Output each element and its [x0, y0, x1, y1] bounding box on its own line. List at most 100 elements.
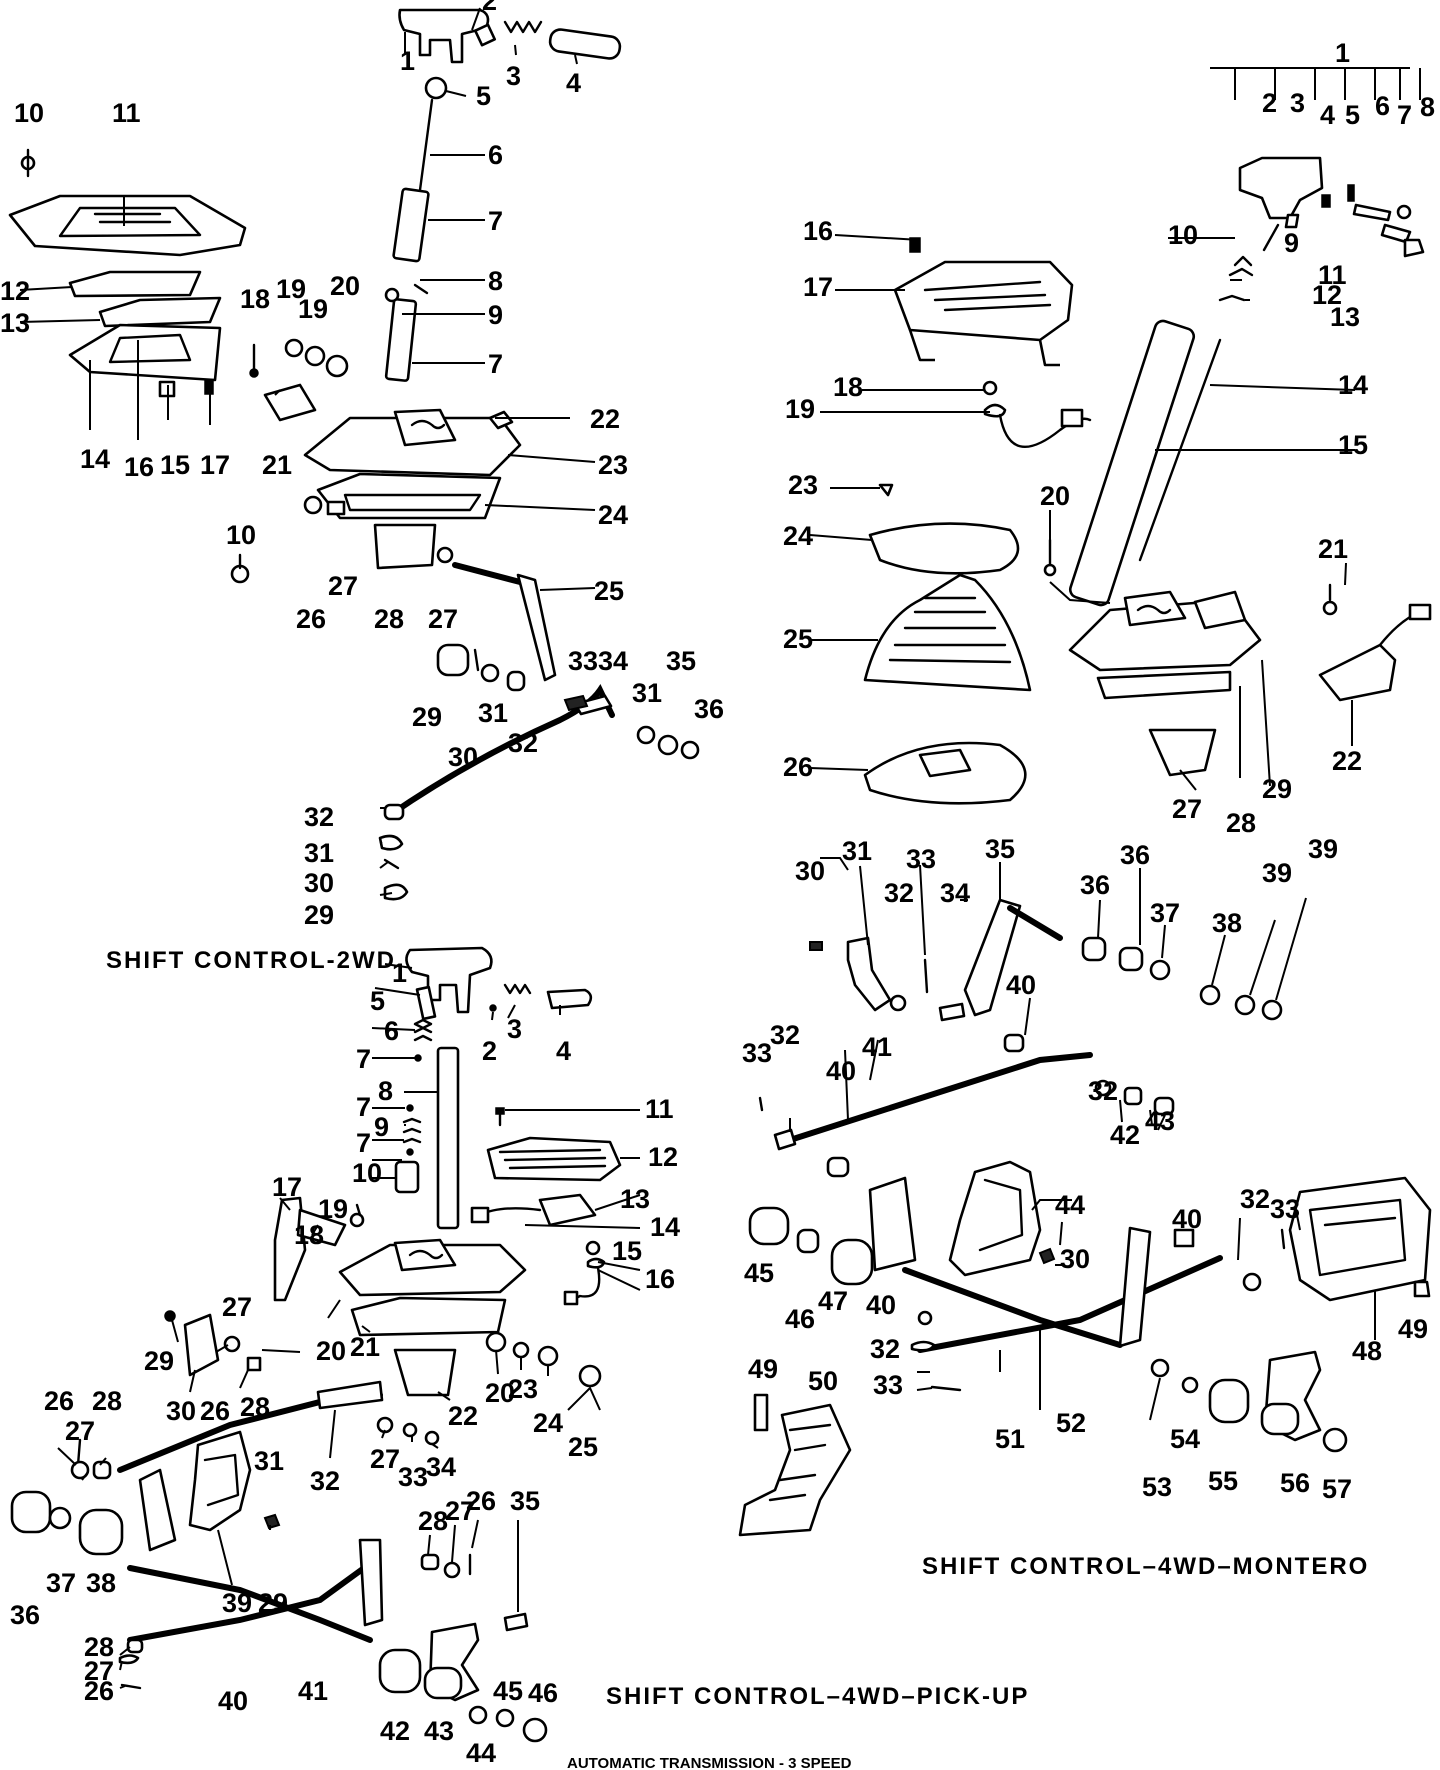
shaft-35 — [1007, 905, 1063, 941]
collar-27b — [436, 546, 454, 564]
clip-30b — [383, 858, 400, 870]
callout: 7 — [356, 1044, 371, 1074]
callout: 11 — [1318, 260, 1347, 290]
bolt-30 — [809, 941, 823, 951]
link-52 — [902, 1267, 1123, 1348]
callout: 2 — [482, 1036, 497, 1066]
cross-arm — [868, 1176, 917, 1272]
callout: 34 — [426, 1452, 456, 1482]
callout: 56 — [1280, 1468, 1310, 1498]
callout: 20 — [316, 1336, 346, 1366]
callout: 13 — [620, 1184, 650, 1214]
callout: 35 — [510, 1486, 540, 1516]
callout: 5 — [1345, 100, 1360, 130]
callout: 19 — [298, 294, 328, 324]
callout: 37 — [1150, 898, 1180, 928]
callout: 55 — [1208, 1466, 1238, 1496]
mount-45 — [748, 1206, 790, 1246]
callout: 26 — [783, 752, 813, 782]
callout: 29 — [304, 900, 334, 930]
callout: 47 — [818, 1286, 848, 1316]
callout: 30 — [166, 1396, 196, 1426]
callout: 23 — [598, 450, 628, 480]
section-montero-labels: 1 2 3 4 5 6 7 8 10 9 11 12 13 14 15 16 1… — [742, 38, 1435, 1580]
bushing-32b — [383, 803, 405, 821]
washer-39a — [1234, 994, 1256, 1016]
callout: 32 — [770, 1020, 800, 1050]
callout: 15 — [612, 1236, 642, 1266]
callout: 30 — [795, 856, 825, 886]
bushing-38 — [1199, 984, 1221, 1006]
shift-knob — [398, 8, 490, 64]
callout: 20 — [330, 271, 360, 301]
knob-sleeve — [548, 28, 622, 60]
nut-39b — [1261, 999, 1283, 1021]
callout: 19 — [318, 1194, 348, 1224]
nut-37 — [1149, 959, 1171, 981]
nut-45 — [495, 1708, 515, 1728]
base-pickup — [338, 1243, 527, 1297]
callout: 40 — [218, 1686, 248, 1716]
bolt-49 — [1413, 1280, 1431, 1298]
button-5 — [415, 985, 437, 1021]
callout: 8 — [1420, 92, 1435, 122]
callout: 14 — [80, 444, 110, 474]
callout: 39 — [1262, 858, 1292, 888]
callout: 30 — [448, 742, 478, 772]
mount-38 — [78, 1508, 124, 1556]
callout: 46 — [528, 1678, 558, 1708]
callout: 2 — [482, 0, 497, 16]
callout: 14 — [1338, 370, 1368, 400]
callout: 39 — [1308, 834, 1338, 864]
callout: 24 — [533, 1408, 563, 1438]
callout: 18 — [294, 1220, 324, 1250]
callout: 2 — [1262, 88, 1277, 118]
bracket-31 — [846, 936, 892, 1012]
push-rod-cap — [424, 76, 448, 100]
washer-32 — [889, 994, 907, 1012]
pin-9 — [1284, 213, 1300, 229]
callout: 7 — [488, 206, 503, 236]
bushing-29 — [436, 643, 470, 677]
callout: 43 — [1145, 1106, 1175, 1136]
callout: 28 — [92, 1386, 122, 1416]
switch-22 — [1318, 643, 1397, 702]
skid-plate-48 — [1288, 1176, 1432, 1302]
callout: 36 — [694, 694, 724, 724]
bracket-18 — [296, 1208, 347, 1247]
callout: 40 — [1006, 970, 1036, 1000]
callout: 28 — [418, 1506, 448, 1536]
callout: 16 — [645, 1264, 675, 1294]
link-41 — [127, 1565, 373, 1643]
pin-33 — [923, 958, 929, 994]
callout: 1 — [392, 958, 407, 988]
plate-50 — [738, 1403, 852, 1537]
bracket-17 — [273, 1196, 307, 1302]
callout: 11 — [112, 98, 141, 128]
callout: 27 — [1172, 794, 1202, 824]
bolt-22 — [488, 410, 514, 430]
mount-47 — [830, 1238, 874, 1286]
callout: 23 — [788, 470, 818, 500]
callout: 19 — [785, 394, 815, 424]
lever-pickup — [436, 1046, 460, 1230]
callout: 24 — [783, 521, 813, 551]
callout: 32 — [1240, 1184, 1270, 1214]
lever-35 — [963, 898, 1022, 1017]
callout: 38 — [86, 1568, 116, 1598]
callout: 9 — [1284, 228, 1299, 258]
callout: 10 — [1168, 220, 1198, 250]
callout: 31 — [632, 678, 662, 708]
lever — [1068, 319, 1196, 607]
callout: 6 — [488, 140, 503, 170]
callout: 32 — [884, 878, 914, 908]
callout: 22 — [590, 404, 620, 434]
callout: 1 — [1335, 38, 1350, 68]
callout: 49 — [1398, 1314, 1428, 1344]
callout: 27 — [328, 571, 358, 601]
callout: 18 — [833, 372, 863, 402]
indicator-cover — [8, 194, 247, 257]
nut-35 — [657, 734, 679, 756]
callout: 43 — [424, 1716, 454, 1746]
